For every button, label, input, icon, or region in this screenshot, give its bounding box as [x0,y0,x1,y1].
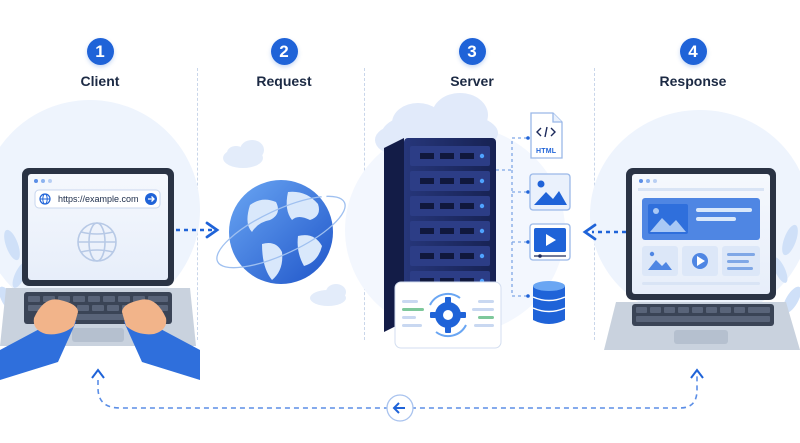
step-label: Response [659,73,727,89]
response-laptop [604,168,800,350]
step-response: 4 Response [633,38,753,89]
step-label: Client [80,73,120,89]
server-unit [410,171,490,191]
client-laptop [0,168,200,380]
server-unit [410,146,490,166]
browser-url: https://example.com [58,194,139,204]
cloud-icon [223,140,264,168]
file-type-label: HTML [536,148,557,155]
gear-icon [429,292,467,338]
image-icon [648,204,688,234]
video-icon [529,223,571,261]
step-number-badge: 4 [679,38,707,65]
globe-icon [39,193,51,205]
server-unit [410,196,490,216]
globe-icon [216,180,346,284]
step-number-badge: 2 [270,38,298,65]
arrow-up-icon [690,368,704,379]
step-number-badge: 1 [86,38,114,65]
arrow-up-icon [91,368,105,379]
return-loop [97,372,698,409]
step-number-badge: 3 [458,38,486,65]
resource-connectors [496,137,528,297]
code-file-icon [530,112,563,159]
step-server: 3 Server [412,38,532,89]
image-icon [529,173,571,211]
server-unit [410,221,490,241]
image-icon [648,260,672,270]
arrow-left-icon [392,402,405,414]
step-request: 2 Request [224,38,344,89]
arrow-left-icon [582,223,597,241]
database-icon [532,281,566,324]
leaf-decoration-right [772,224,800,314]
cloud-icon [310,284,346,306]
globe-icon [77,222,117,262]
server-unit [410,246,490,266]
step-label: Server [450,73,494,89]
step-label: Request [256,73,312,89]
step-client: 1 Client [40,38,160,89]
processing-card [394,281,502,349]
typing-hands [0,299,200,380]
arrow-right-icon [205,221,220,239]
